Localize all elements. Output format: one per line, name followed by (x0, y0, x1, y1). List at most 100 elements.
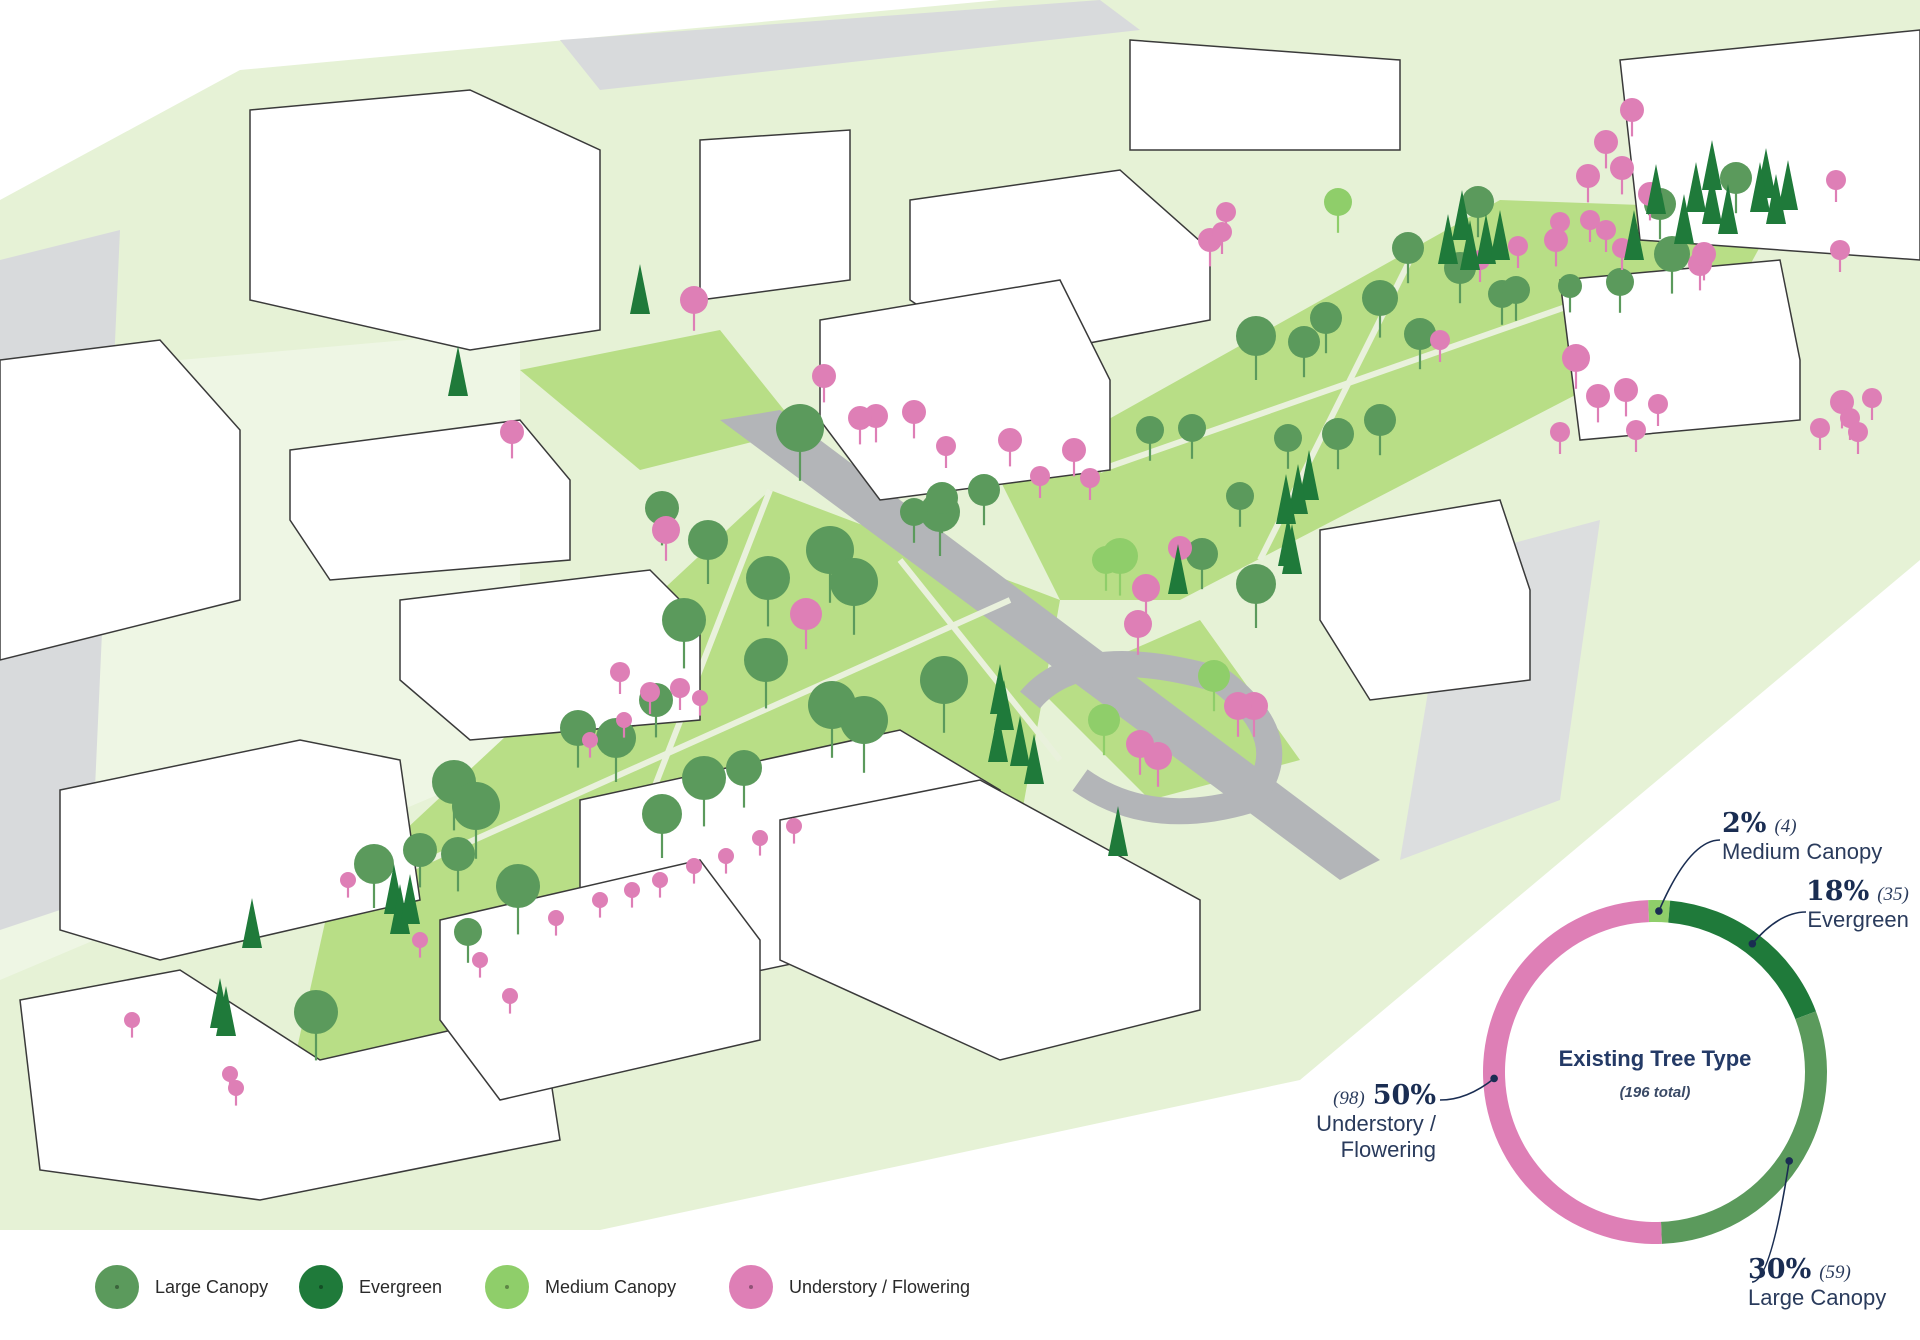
understory-tree (680, 286, 708, 314)
building-east-cluster (1319, 499, 1531, 701)
evergreen-tree (1778, 160, 1798, 210)
large-canopy-tree (1362, 280, 1398, 316)
large-canopy-tree (1322, 418, 1354, 450)
medium-canopy-tree (1324, 188, 1352, 216)
legend-item-large-canopy: Large Canopy (95, 1262, 268, 1312)
understory-tree (1610, 156, 1634, 180)
evergreen-tree (1282, 524, 1302, 574)
understory-tree (670, 678, 690, 698)
callout-count: (59) (1819, 1262, 1851, 1283)
chart-title: Existing Tree Type (1558, 1046, 1752, 1071)
understory-tree (548, 910, 564, 926)
understory-tree (1826, 170, 1846, 190)
evergreen-tree (1624, 210, 1644, 260)
large-canopy-tree (1310, 302, 1342, 334)
understory-tree (812, 364, 836, 388)
evergreen-tree (1490, 210, 1510, 260)
large-canopy-swatch-icon (95, 1265, 139, 1309)
large-canopy-tree (1288, 326, 1320, 358)
evergreen-tree (1438, 214, 1458, 264)
tree-layer (124, 98, 1882, 1106)
large-canopy-tree (662, 598, 706, 642)
legend: Large Canopy Evergreen Medium Canopy Und… (95, 1262, 995, 1312)
understory-tree (1596, 220, 1616, 240)
large-canopy-tree (920, 656, 968, 704)
evergreen-tree (216, 986, 236, 1036)
large-canopy-tree (1462, 186, 1494, 218)
large-canopy-tree (496, 864, 540, 908)
evergreen-tree (1674, 194, 1694, 244)
understory-tree (1030, 466, 1050, 486)
large-canopy-tree (1654, 236, 1690, 272)
understory-tree (1544, 228, 1568, 252)
evergreen-tree (1168, 544, 1188, 594)
understory-tree (1586, 384, 1610, 408)
legend-label: Medium Canopy (545, 1276, 677, 1297)
large-canopy-tree (1364, 404, 1396, 436)
understory-tree (616, 712, 632, 728)
callout-pct: 50% (1372, 1080, 1436, 1111)
large-canopy-tree (726, 750, 762, 786)
understory-tree (786, 818, 802, 834)
legend-item-evergreen: Evergreen (299, 1262, 442, 1312)
understory-tree (1580, 210, 1600, 230)
understory-tree (1224, 692, 1252, 720)
large-canopy-tree (1606, 268, 1634, 296)
understory-tree (1830, 240, 1850, 260)
building-west-far (0, 339, 241, 661)
understory-tree (1562, 344, 1590, 372)
evergreen-tree (1686, 162, 1706, 212)
building-s-mid (439, 859, 761, 1101)
large-canopy-tree (1392, 232, 1424, 264)
evergreen-tree (1646, 164, 1666, 214)
building-south-east (779, 779, 1201, 1061)
understory-tree (124, 1012, 140, 1028)
large-canopy-tree (926, 482, 958, 514)
understory-tree (222, 1066, 238, 1082)
understory-tree (1594, 130, 1618, 154)
large-canopy-tree (454, 918, 482, 946)
medium-canopy-tree (1198, 660, 1230, 692)
large-canopy-tree (596, 718, 636, 758)
understory-tree (1614, 378, 1638, 402)
evergreen-swatch-icon (299, 1265, 343, 1309)
understory-tree (502, 988, 518, 1004)
callout-count: (35) (1877, 884, 1909, 905)
understory-tree (686, 858, 702, 874)
large-canopy-tree (1236, 316, 1276, 356)
large-canopy-tree (1226, 482, 1254, 510)
legend-label: Understory / Flowering (789, 1276, 971, 1297)
medium-canopy-tree (1092, 546, 1120, 574)
understory-tree (1168, 536, 1192, 560)
large-canopy-tree (1502, 276, 1530, 304)
central-road (720, 410, 1380, 880)
evergreen-tree (1476, 214, 1496, 264)
large-canopy-tree (1136, 416, 1164, 444)
understory-tree (1144, 742, 1172, 770)
understory-tree (1862, 388, 1882, 408)
large-canopy-tree (1558, 274, 1582, 298)
understory-tree (610, 662, 630, 682)
building-north-east (1129, 39, 1401, 151)
large-canopy-tree (645, 491, 679, 525)
callout-pct: 30% (1748, 1254, 1812, 1285)
large-canopy-tree (1236, 564, 1276, 604)
callout-evergreen: 18%(35) Evergreen (1806, 876, 1909, 933)
chart-subtitle: (196 total) (1619, 1084, 1691, 1101)
large-canopy-tree (642, 794, 682, 834)
building-far-east (1619, 29, 1920, 261)
understory-tree (1848, 422, 1868, 442)
callout-label: Large Canopy (1748, 1285, 1887, 1310)
legend-item-understory: Understory / Flowering (729, 1262, 970, 1312)
callout-label: Flowering (1340, 1137, 1436, 1162)
evergreen-tree (242, 898, 262, 948)
understory-tree (1124, 610, 1152, 638)
understory-tree (1648, 394, 1668, 414)
understory-tree (652, 516, 680, 544)
understory-tree (1132, 574, 1160, 602)
understory-tree (624, 882, 640, 898)
large-canopy-tree (744, 638, 788, 682)
evergreen-tree (1108, 806, 1128, 856)
medium-canopy-swatch-icon (485, 1265, 529, 1309)
